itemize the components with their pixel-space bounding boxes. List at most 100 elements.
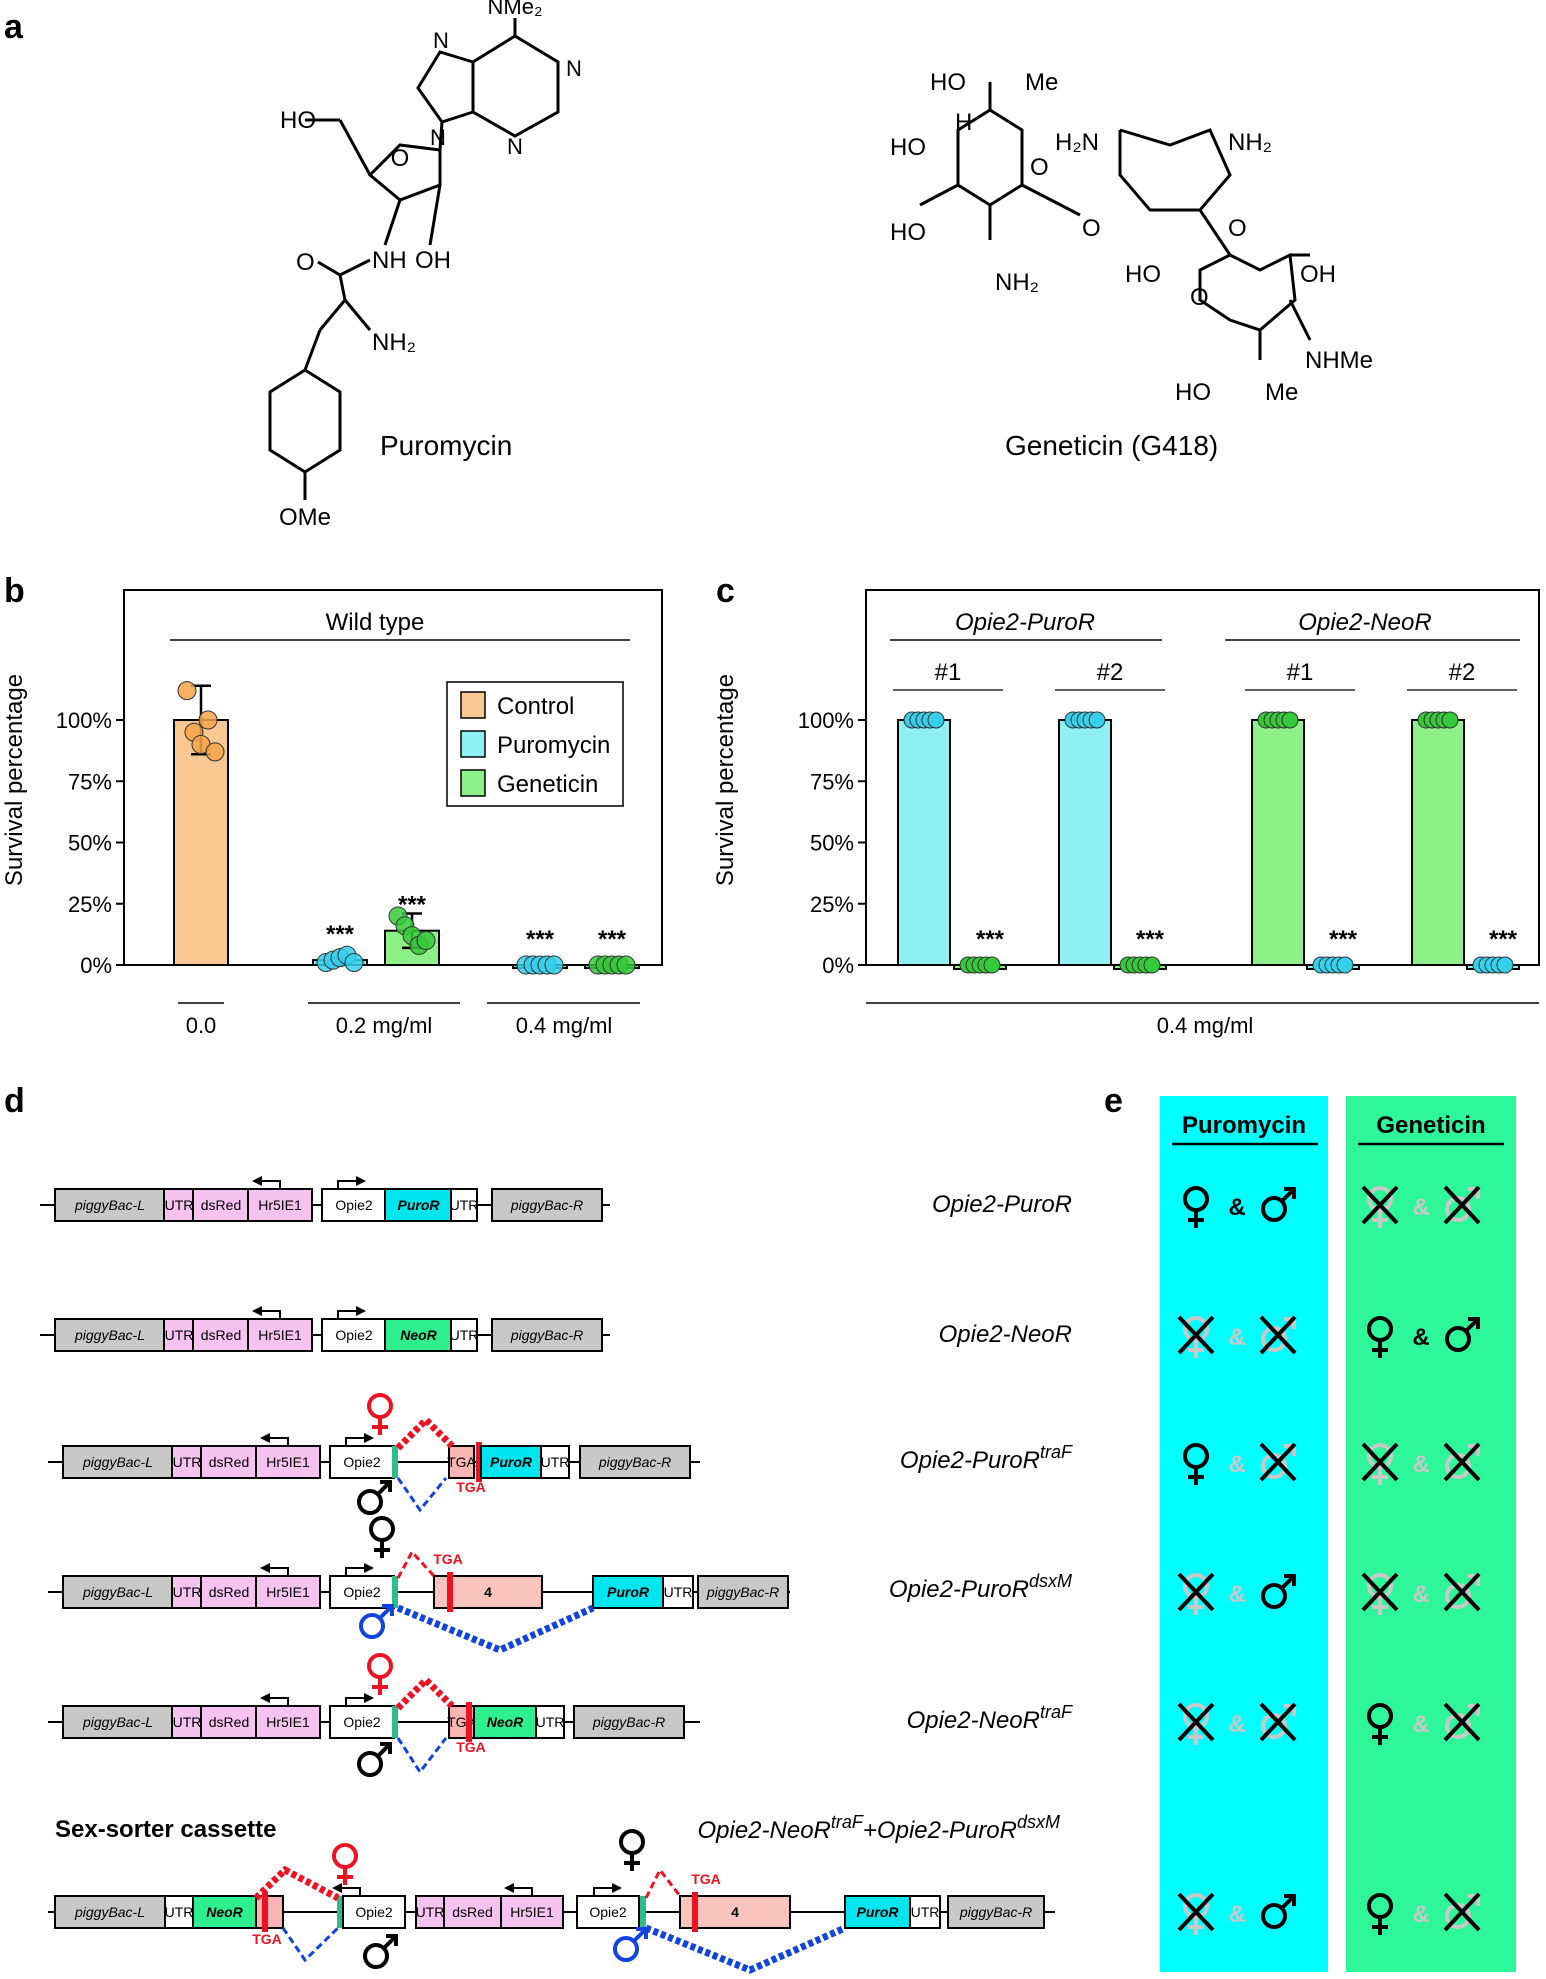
puromycin-labels: NMe₂ N N N N HO O NH OH O NH₂ OMe Puromy… bbox=[279, 0, 582, 531]
cross-icon bbox=[1177, 1702, 1215, 1742]
gene-part bbox=[947, 1895, 1045, 1929]
puromycin-name: Puromycin bbox=[380, 430, 512, 461]
construct-name-main: Opie2-NeoR bbox=[907, 1707, 1040, 1734]
gene-part-label: piggyBac-L bbox=[82, 1714, 153, 1730]
cross-icon bbox=[1361, 1572, 1399, 1612]
male-symbol-icon bbox=[363, 1934, 398, 1969]
female-symbol-icon bbox=[367, 1653, 393, 1697]
chem-label: NH₂ bbox=[1228, 129, 1272, 156]
panel-e: Puromycin Geneticin &&&&&&&&&&&& bbox=[1160, 1096, 1516, 1972]
bar bbox=[173, 719, 229, 966]
data-point bbox=[1088, 711, 1106, 729]
ampersand: & bbox=[1228, 1711, 1245, 1738]
male-symbol-icon bbox=[359, 1604, 394, 1639]
legend-label: Puromycin bbox=[497, 732, 610, 759]
data-point bbox=[198, 710, 218, 730]
gene-part-label: dsRed bbox=[201, 1197, 241, 1213]
ampersand: & bbox=[1412, 1711, 1429, 1738]
cross-icon bbox=[1259, 1442, 1297, 1482]
female-splice bbox=[395, 1675, 455, 1711]
data-point bbox=[616, 955, 636, 975]
construct-name: Opie2-PuroR bbox=[932, 1191, 1072, 1218]
bar bbox=[1411, 719, 1465, 966]
cross-icon bbox=[1443, 1572, 1481, 1612]
column-header: Geneticin bbox=[1376, 1112, 1485, 1139]
promoter-arrowhead bbox=[260, 1693, 270, 1703]
promoter-arrowhead bbox=[364, 1563, 374, 1573]
gene-part-label: UTR bbox=[173, 1584, 202, 1600]
chem-label: OMe bbox=[279, 504, 331, 531]
strain-label: Opie2-NeoR bbox=[1298, 609, 1431, 636]
gene-part bbox=[573, 1705, 685, 1739]
female-splice bbox=[253, 1865, 340, 1902]
chem-label: NH₂ bbox=[372, 329, 416, 356]
data-point bbox=[1281, 711, 1299, 729]
gene-part-label: piggyBac-L bbox=[74, 1904, 145, 1920]
panel-label-a: a bbox=[4, 8, 24, 46]
gene-part-label: PuroR bbox=[490, 1454, 533, 1470]
sup: dsxM bbox=[1017, 1812, 1060, 1832]
ampersand: & bbox=[1228, 1451, 1245, 1478]
chem-label: N bbox=[433, 28, 449, 53]
construct-name-sup: traF bbox=[1040, 1442, 1073, 1462]
chem-label: OH bbox=[1300, 261, 1336, 288]
y-tick-label: 0% bbox=[80, 953, 112, 978]
ampersand: & bbox=[1228, 1901, 1245, 1928]
gene-part bbox=[579, 1445, 691, 1479]
gene-part bbox=[535, 1705, 565, 1739]
line-label: #2 bbox=[1449, 659, 1476, 686]
gene-part-label: dsRed bbox=[452, 1904, 492, 1920]
panel-label-e: e bbox=[1104, 1082, 1123, 1120]
stop-codon-label: TGA bbox=[433, 1551, 463, 1567]
line-label: #1 bbox=[935, 659, 962, 686]
gene-part-label: piggyBac-L bbox=[74, 1197, 145, 1213]
data-point bbox=[1143, 956, 1161, 974]
gene-part bbox=[662, 1575, 694, 1609]
data-point bbox=[177, 681, 197, 701]
chem-label: O bbox=[296, 249, 315, 276]
gene-part bbox=[54, 1895, 166, 1929]
legend-label: Control bbox=[497, 693, 574, 720]
male-symbol-icon bbox=[613, 1927, 648, 1962]
construct-name-sup: traF bbox=[1040, 1702, 1073, 1722]
female-symbol-icon bbox=[619, 1829, 645, 1873]
gene-part bbox=[321, 1318, 387, 1352]
gene-part-label: NeoR bbox=[400, 1327, 437, 1343]
cross-icon bbox=[1177, 1572, 1215, 1612]
gene-part-label: UTR bbox=[536, 1714, 565, 1730]
exon-4-label: 4 bbox=[484, 1584, 492, 1600]
chem-label: O bbox=[1190, 284, 1209, 311]
gene-part bbox=[592, 1575, 664, 1609]
chem-label: NHMe bbox=[1305, 347, 1373, 374]
chem-label: O bbox=[1030, 154, 1049, 181]
exon-fragment bbox=[448, 1445, 475, 1479]
y-tick-label: 50% bbox=[810, 831, 854, 856]
sexsorter-name: Opie2-NeoRtraF+Opie2-PuroRdsxM bbox=[697, 1812, 1060, 1844]
gene-part bbox=[62, 1705, 174, 1739]
chem-label: Me bbox=[1025, 69, 1058, 96]
x-groups: 0.0 0.2 mg/ml 0.4 mg/ml bbox=[178, 1002, 640, 1038]
cross-icon bbox=[1177, 1315, 1215, 1355]
data-point bbox=[544, 955, 564, 975]
gene-part bbox=[54, 1188, 166, 1222]
ampersand: & bbox=[1228, 1324, 1245, 1351]
y-tick-label: 100% bbox=[56, 708, 112, 733]
gene-part-label: UTR bbox=[173, 1714, 202, 1730]
y-tick-label: 100% bbox=[798, 708, 854, 733]
cross-icon bbox=[1361, 1442, 1399, 1482]
sexsorter-title: Sex-sorter cassette bbox=[55, 1816, 276, 1843]
cross-icon bbox=[1177, 1892, 1215, 1932]
exon-fragment-label: TGA bbox=[447, 1714, 476, 1730]
stop-codon-bar bbox=[692, 1892, 698, 1932]
male-symbol-icon bbox=[357, 1480, 392, 1515]
chem-label: HO bbox=[1125, 261, 1161, 288]
gene-part bbox=[909, 1895, 941, 1929]
promoter-arrowhead bbox=[252, 1306, 262, 1316]
gene-part-label: Opie2 bbox=[335, 1327, 373, 1343]
gene-part-label: piggyBac-R bbox=[598, 1454, 671, 1470]
gene-part-label: UTR bbox=[165, 1327, 194, 1343]
significance-mark: *** bbox=[526, 926, 555, 953]
promoter-arrow bbox=[345, 1437, 368, 1446]
y-axis-label: Survival percentage bbox=[712, 674, 739, 886]
gene-part-label: NeoR bbox=[487, 1714, 524, 1730]
